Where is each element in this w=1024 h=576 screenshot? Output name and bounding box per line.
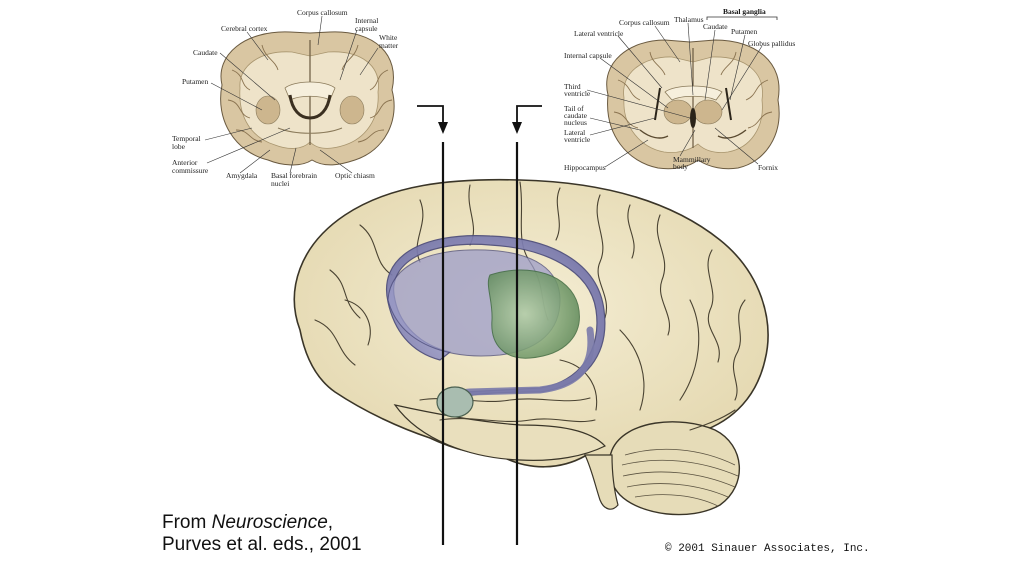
label-hippocampus: Hippocampus [564, 163, 606, 172]
cerebellum-folia [621, 448, 739, 507]
label-globus-pallidus: Globus pallidus [748, 39, 795, 48]
label-internal-capsule-1: Internal [355, 16, 378, 25]
label-corpus-callosum-2: Corpus callosum [619, 18, 670, 27]
label-lateral-ventricle-2: ventricle [564, 135, 591, 144]
brainstem [584, 454, 619, 510]
label-temporal-lobe-1: Temporal [172, 134, 201, 143]
label-fornix: Fornix [758, 163, 778, 172]
label-optic-chiasm: Optic chiasm [335, 171, 375, 180]
copyright-notice: © 2001 Sinauer Associates, Inc. [665, 543, 870, 555]
label-temporal-lobe-2: lobe [172, 142, 186, 151]
lateral-brain-view [293, 178, 769, 516]
label-internal-capsule-3: Internal capsule [564, 51, 612, 60]
label-lateral-ventricle-1: Lateral [564, 128, 585, 137]
label-white-matter-2: matter [379, 41, 399, 50]
cerebellum [608, 421, 741, 516]
section-markers [417, 105, 542, 545]
label-tail-caudate-2: caudate [564, 111, 588, 120]
credit-book-title: Neuroscience [211, 512, 328, 533]
source-credit: From Neuroscience, Purves et al. eds., 2… [162, 512, 362, 556]
label-lateral-ventricle-top: Lateral ventricle [574, 29, 624, 38]
label-corpus-callosum: Corpus callosum [297, 8, 348, 17]
label-caudate-2: Caudate [703, 22, 728, 31]
label-mammillary-body-2: body [673, 162, 688, 171]
label-anterior-commissure-1: Anterior [172, 158, 198, 167]
label-tail-caudate-1: Tail of [564, 104, 584, 113]
coronal-section-posterior: Basal ganglia Thalamus Corpus callosum C… [564, 7, 795, 172]
coronal-section-anterior: Corpus callosum Internal capsule Cerebra… [172, 8, 399, 188]
label-basal-ganglia: Basal ganglia [723, 7, 766, 16]
putamen [487, 269, 580, 359]
label-internal-capsule-2: capsule [355, 24, 378, 33]
label-mammillary-body-1: Mammillary [673, 155, 711, 164]
label-putamen-2: Putamen [731, 27, 757, 36]
label-cerebral-cortex: Cerebral cortex [221, 24, 268, 33]
label-caudate: Caudate [193, 48, 218, 57]
credit-prefix: From [162, 512, 212, 533]
credit-line-1: From Neuroscience, [162, 512, 362, 534]
label-third-ventricle-2: ventricle [564, 89, 591, 98]
label-white-matter-1: White [379, 33, 398, 42]
label-tail-caudate-3: nucleus [564, 118, 587, 127]
credit-line-2: Purves et al. eds., 2001 [162, 534, 362, 555]
amygdala [436, 386, 474, 418]
label-anterior-commissure-2: commissure [172, 166, 209, 175]
label-basal-forebrain-2: nuclei [271, 179, 289, 188]
label-amygdala: Amygdala [226, 171, 258, 180]
label-thalamus: Thalamus [674, 15, 704, 24]
label-basal-forebrain-1: Basal forebrain [271, 171, 317, 180]
credit-suffix: , [327, 512, 334, 533]
label-third-ventricle-1: Third [564, 82, 581, 91]
label-putamen: Putamen [182, 77, 208, 86]
